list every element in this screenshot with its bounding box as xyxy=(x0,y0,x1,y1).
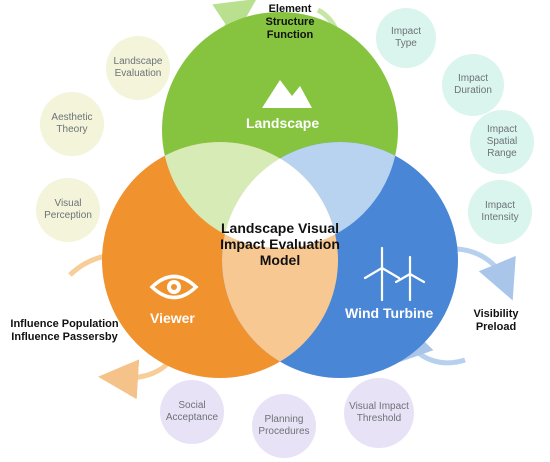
viewer-factor-text: Visual Impact Threshold xyxy=(349,401,409,424)
viewer-label: Viewer xyxy=(150,310,195,326)
turbine-factor-text: Impact Type xyxy=(390,26,421,49)
landscape-factor-bubble: Visual Perception xyxy=(36,178,100,242)
landscape-factor-text: Visual Perception xyxy=(44,198,92,221)
turbine-factor-bubble: Impact Type xyxy=(376,8,436,68)
wind-turbine-icon xyxy=(363,246,426,302)
viewer-factor-bubble: Visual Impact Threshold xyxy=(344,378,414,448)
center-region xyxy=(222,142,338,248)
landscape-factor-text: Aesthetic Theory xyxy=(51,112,93,135)
eye-icon xyxy=(149,274,199,300)
turbine-factor-bubble: Impact Duration xyxy=(442,54,504,116)
viewer-factor-bubble: Social Acceptance xyxy=(160,380,224,444)
center-title: Landscape Visual Impact Evaluation Model xyxy=(220,220,340,268)
right-label: Visibility Preload xyxy=(473,308,519,333)
viewer-factor-bubble: Planning Procedures xyxy=(252,394,316,458)
viewer-factor-text: Planning Procedures xyxy=(258,414,310,437)
landscape-factor-bubble: Aesthetic Theory xyxy=(40,92,104,156)
landscape-factor-text: Landscape Evaluation xyxy=(113,56,163,79)
viewer-factor-text: Social Acceptance xyxy=(165,400,219,423)
turbine-factor-bubble: Impact Spatial Range xyxy=(470,110,534,174)
top-label: Element Structure Function xyxy=(265,3,315,41)
turbine-factor-text: Impact Spatial Range xyxy=(486,124,518,159)
turbine-factor-text: Impact Duration xyxy=(454,73,492,96)
wind-turbine-label: Wind Turbine xyxy=(345,305,434,321)
mountain-icon xyxy=(262,80,312,108)
turbine-factor-bubble: Impact Intensity xyxy=(468,180,532,244)
turbine-factor-text: Impact Intensity xyxy=(481,200,519,223)
left-label: Influence Population Influence Passersby xyxy=(10,318,119,343)
landscape-factor-bubble: Landscape Evaluation xyxy=(106,36,170,100)
landscape-label: Landscape xyxy=(246,115,320,131)
